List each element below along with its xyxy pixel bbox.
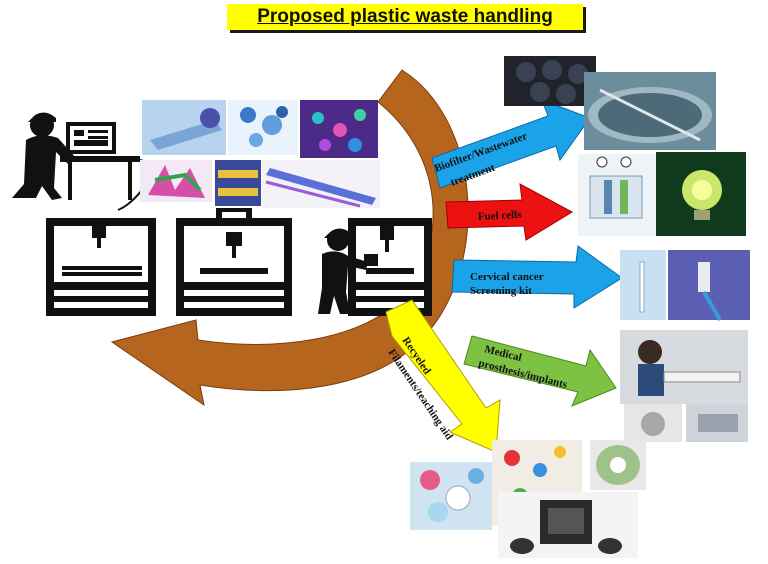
3d-printer-icon (176, 208, 292, 316)
nanomaterial-images (142, 100, 378, 158)
cervical-screening-kit-image (620, 250, 750, 321)
cervical-label-line1: Cervical cancer (470, 271, 544, 283)
implant-images (624, 404, 748, 442)
prosthesis-image (620, 330, 748, 404)
wastewater-treatment-image (584, 72, 716, 150)
fuel-cell-diagram-image (578, 154, 656, 236)
nanomaterial-images-row2 (140, 160, 380, 208)
cervical-cancer-arrow: Cervical cancer Screening kit (451, 245, 623, 309)
3d-printer-icon (46, 218, 156, 316)
3d-printer-with-operator-icon (318, 218, 432, 316)
recycled-filaments-arrow: Recyeled Filaments/teaching aid (385, 299, 501, 453)
cervical-label-line2: Screening kit (470, 285, 532, 297)
title-banner: Proposed plastic waste handling (227, 4, 583, 30)
lightbulb-image (656, 152, 746, 236)
3d-printer-photo-image (498, 492, 638, 558)
engineer-at-computer-icon (12, 112, 152, 211)
biofilter-media-image (504, 56, 596, 106)
fuel-cells-label: Fuel cells (478, 209, 523, 223)
page-title: Proposed plastic waste handling (257, 6, 553, 27)
fuel-cells-arrow: Fuel cells (445, 183, 574, 241)
filament-spool-image (590, 440, 646, 490)
medical-arrow: Medical prosthesis/implants (463, 335, 617, 407)
plastic-waste-image (410, 462, 492, 530)
